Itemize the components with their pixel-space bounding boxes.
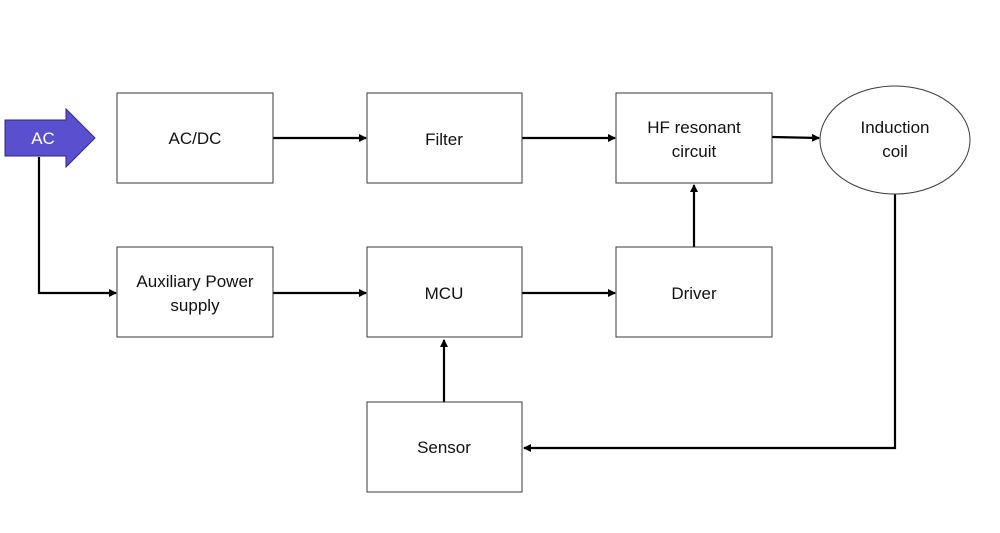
block-coil-label-line2: coil: [882, 142, 908, 161]
connectors: [37, 133, 897, 452]
block-driver-label: Driver: [671, 284, 717, 303]
connector-coil-sensor: [523, 194, 897, 452]
block-acdc: AC/DC: [116, 92, 274, 184]
block-filter-label: Filter: [425, 130, 463, 149]
block-coil-label-line1: Induction: [861, 118, 930, 137]
block-hf-label-line1: HF resonant: [647, 118, 741, 137]
block-sensor: Sensor: [366, 401, 523, 493]
connector-ac-aux: [37, 157, 117, 297]
block-aux-label-line2: supply: [170, 296, 220, 315]
block-mcu: MCU: [366, 246, 523, 338]
ac-source-label: AC: [31, 129, 55, 148]
ac-source-arrow: AC: [4, 107, 96, 169]
block-auxiliary-power-supply: Auxiliary Power supply: [116, 246, 274, 338]
block-mcu-label: MCU: [425, 284, 464, 303]
block-acdc-label: AC/DC: [169, 129, 222, 148]
block-sensor-label: Sensor: [417, 438, 471, 457]
block-hf-label-line2: circuit: [672, 142, 717, 161]
connector-hf-coil: [771, 133, 820, 142]
block-driver: Driver: [615, 246, 773, 338]
block-aux-label-line1: Auxiliary Power: [136, 272, 253, 291]
block-induction-coil: Induction coil: [819, 85, 971, 195]
block-filter: Filter: [366, 92, 523, 184]
block-hf-resonant-circuit: HF resonant circuit: [615, 92, 773, 184]
